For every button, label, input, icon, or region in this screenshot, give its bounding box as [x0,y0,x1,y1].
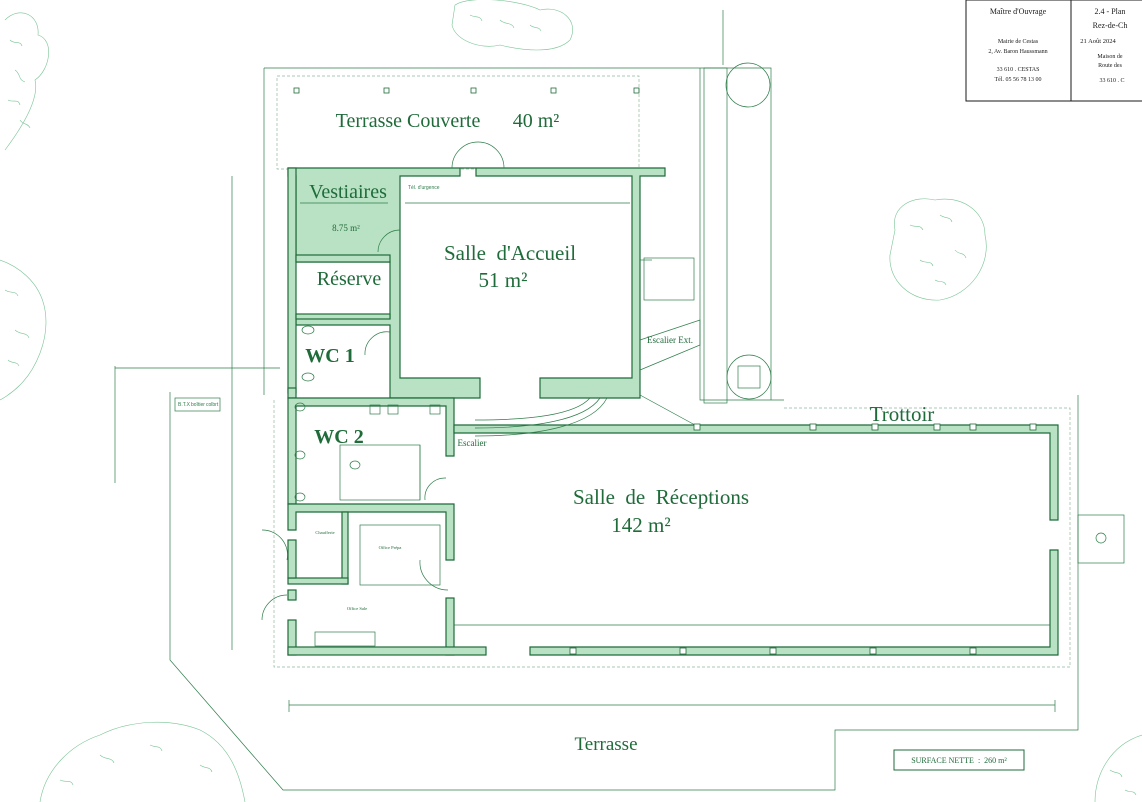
site-outline [114,10,1125,791]
vestiaires-name: Vestiaires [309,181,387,203]
colbrt-label: colbrt [206,402,219,408]
terrasse-couverte-area: 40 m² [513,110,560,132]
owner-city: 33 610 . CESTAS [997,67,1040,73]
sheet-title: 2.4 - Plan [1095,7,1126,16]
boitier-label: boîtier [191,402,205,408]
salle-receptions-area: 142 m² [611,513,670,537]
tree-top-left [4,12,49,151]
reserve-name: Réserve [317,268,382,290]
dimension-lines [231,176,1056,712]
trottoir-name: Trottoir [870,402,935,426]
reception-walls [287,397,1059,656]
tree-top-center [451,0,573,51]
terrasse-couverte-name: Terrasse Couverte [336,110,481,132]
wc1-name: WC 1 [305,345,354,367]
title-block: Maître d'Ouvrage Mairie de Cestas 2, Av.… [965,0,1142,102]
surface-box: SURFACE NETTE : 260 m² [893,749,1025,771]
accueil-walls [287,167,666,399]
project-city: 33 610 . C [1099,78,1124,84]
owner-phone: Tél. 05 56 78 13 00 [995,77,1042,83]
owner-address: 2, Av. Baron Haussmann [988,49,1047,55]
owner-heading: Maître d'Ouvrage [990,7,1047,16]
tree-left-middle [0,259,47,401]
escalier-name: Escalier [458,438,487,448]
tel-urgence-label: Tél. d'urgence [408,185,440,191]
office-prepa-name: Office Prépa [379,545,402,550]
office-sale-name: Office Sale [347,606,367,611]
vestiaires-area: 8.75 m² [332,223,360,233]
sheet-date: 21 Août 2024 [1080,38,1116,45]
sheet-subtitle: Rez-de-Ch [1093,21,1128,30]
window-markers [293,87,1037,655]
room-labels: Terrasse Couverte 40 m² Vestiaires 8.75 … [178,110,934,755]
project-line2: Route des [1098,63,1122,69]
tree-bottom-left [39,721,246,802]
project-line1: Maison de [1097,54,1123,60]
terrasse-name: Terrasse [574,734,637,755]
salle-accueil-area: 51 m² [479,268,528,292]
escalier-ext-name: Escalier Ext. [647,335,693,345]
tree-bottom-right [1094,734,1142,802]
chaufferie-name: Chaufferie [315,530,334,535]
salle-receptions-name: Salle de Réceptions [573,485,749,509]
salle-accueil-name: Salle d'Accueil [444,241,576,265]
interior-lines [174,62,772,647]
tree-right [889,198,987,301]
btx-label: B.T.X [178,402,191,408]
owner-name: Mairie de Cestas [998,39,1039,45]
surface-label: SURFACE NETTE : 260 m² [911,756,1007,765]
wc2-name: WC 2 [314,426,363,448]
